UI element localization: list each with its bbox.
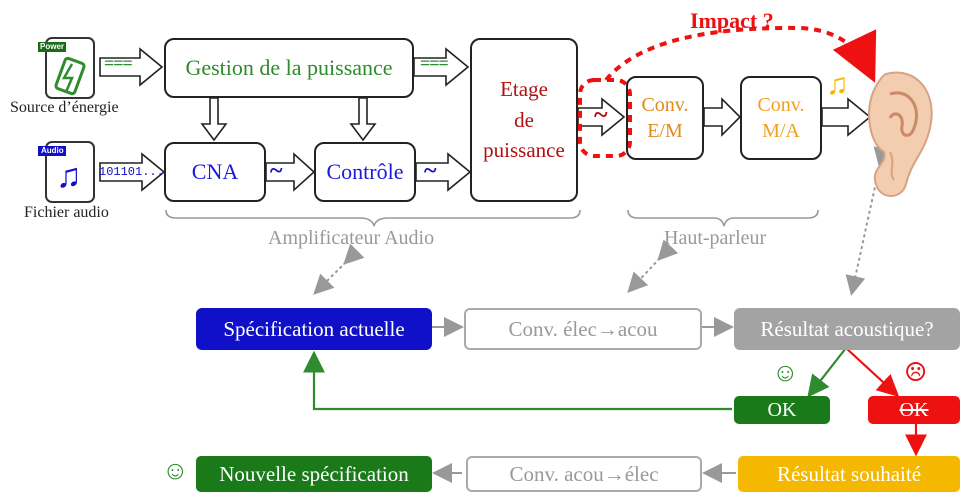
hollow-arrows xyxy=(99,47,872,192)
ear-image xyxy=(868,71,933,197)
arrow-controle-to-etage xyxy=(415,152,472,192)
arrow-conv-em-to-conv-ma xyxy=(703,97,742,137)
arrow-conv-ma-to-ear xyxy=(821,97,872,137)
music-note-icon: ♫ xyxy=(56,158,82,195)
block-conv-ma: Conv. M/A xyxy=(740,76,822,160)
arrow-gestion-down-cna xyxy=(200,97,228,142)
power-icon-text: Power xyxy=(40,42,65,51)
block-controle: Contrôle xyxy=(314,142,416,202)
brace-ampli xyxy=(165,209,581,227)
power-device-icon xyxy=(38,37,95,99)
bits-label: 101101... xyxy=(99,165,164,179)
impact-path xyxy=(578,25,877,158)
arrow-power-to-gestion xyxy=(99,47,164,87)
source-label: Source d’énergie xyxy=(10,99,119,116)
smile-icon-nouvelle: ☺ xyxy=(162,456,189,485)
dc-symbol-1: === xyxy=(104,53,133,73)
braces xyxy=(165,209,819,227)
brace-label-hp: Haut-parleur xyxy=(664,227,767,249)
audio-file-label: Fichier audio xyxy=(24,204,109,221)
flow-not-ok: OK xyxy=(868,396,960,424)
block-etage: Etage de puissance xyxy=(470,38,578,202)
flow-conv-elec-acou: Conv. élec→acou xyxy=(464,308,702,350)
flow-spec-actuelle: Spécification actuelle xyxy=(196,308,432,350)
arrow-gestion-down-controle xyxy=(349,97,377,142)
music-note-ear-icon: ♫ xyxy=(826,68,849,101)
block-gestion: Gestion de la puissance xyxy=(164,38,414,98)
flow-conv-acou-elec: Conv. acou→élec xyxy=(466,456,702,492)
flow-resultat-souhaite: Résultat souhaité xyxy=(738,456,960,492)
wave-symbol-etage: ~ xyxy=(594,100,608,129)
dashed-links xyxy=(313,146,894,296)
arrow-gestion-to-etage xyxy=(413,47,470,87)
block-cna: CNA xyxy=(164,142,266,202)
brace-label-ampli: Amplificateur Audio xyxy=(268,227,435,249)
wave-symbol-cna: ~ xyxy=(270,158,283,184)
impact-dashed-box xyxy=(578,78,632,158)
audio-icon-text: Audio xyxy=(41,146,64,155)
arrow-cna-to-controle xyxy=(265,152,316,192)
flow-resultat-acoustique: Résultat acoustique? xyxy=(734,308,960,350)
smile-icon-ok: ☺ xyxy=(772,358,799,387)
wave-symbol-controle: ~ xyxy=(424,158,437,184)
flow-ok: OK xyxy=(734,396,830,424)
arrow-audio-to-cna xyxy=(99,152,166,192)
audio-device-icon xyxy=(38,141,95,203)
block-conv-em: Conv. E/M xyxy=(626,76,704,160)
brace-hp xyxy=(627,209,819,227)
flow-arrows xyxy=(303,317,927,483)
frown-icon-notok: ☹ xyxy=(904,358,928,387)
flow-nouvelle-spec: Nouvelle spécification xyxy=(196,456,432,492)
impact-label: Impact ? xyxy=(690,8,774,33)
dc-symbol-2: === xyxy=(420,53,449,73)
